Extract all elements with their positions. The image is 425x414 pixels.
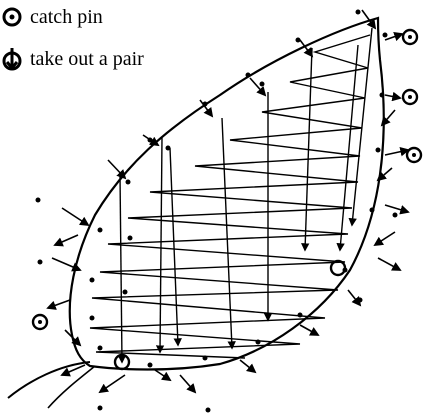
vertical-threads: [117, 27, 373, 364]
catch-pin-icon: [2, 7, 22, 27]
outside-arrows: [46, 9, 410, 394]
legend-label-catch-pin: catch pin: [30, 5, 103, 28]
legend-label-take-out-pair: take out a pair: [30, 47, 144, 70]
leaf-stem-second: [47, 365, 96, 409]
take-out-pair-markers: [113, 259, 347, 371]
catch-pin-markers: [31, 28, 423, 331]
legend-item-take-out-pair: take out a pair: [0, 47, 144, 71]
leaf-stem: [7, 361, 91, 399]
leaf-outline: [68, 16, 385, 371]
take-out-pair-icon: [2, 48, 22, 71]
legend-item-catch-pin: catch pin: [0, 5, 103, 29]
